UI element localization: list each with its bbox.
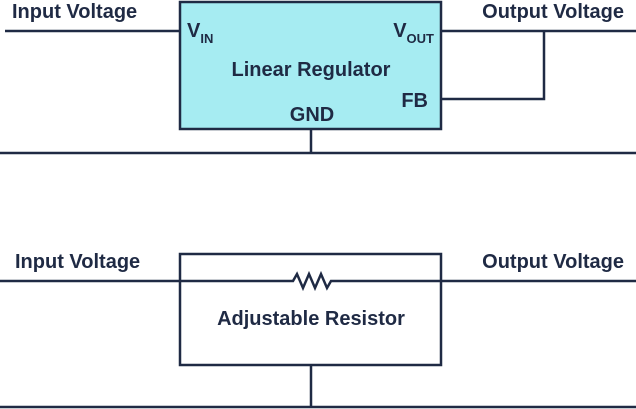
fb-pin-label: FB bbox=[401, 90, 428, 112]
adjustable-resistor-title: Adjustable Resistor bbox=[217, 308, 405, 330]
output-voltage-label: Output Voltage bbox=[482, 251, 624, 273]
adjustable-resistor-diagram: Input Voltage Output Voltage Adjustable … bbox=[0, 251, 636, 409]
input-voltage-label: Input Voltage bbox=[15, 251, 140, 273]
output-voltage-label: Output Voltage bbox=[482, 1, 624, 23]
resistor-zigzag-icon bbox=[180, 270, 441, 292]
linear-regulator-block bbox=[178, 0, 443, 131]
vin-pin-label: VIN bbox=[187, 20, 213, 46]
adjustable-resistor-block bbox=[178, 252, 443, 367]
input-voltage-label: Input Voltage bbox=[12, 1, 137, 23]
gnd-pin-label: GND bbox=[290, 104, 334, 126]
feedback-wire bbox=[441, 31, 546, 101]
vout-pin-label: VOUT bbox=[393, 20, 434, 46]
linear-regulator-title: Linear Regulator bbox=[232, 59, 391, 81]
linear-regulator-diagram: Input Voltage Output Voltage Linear Regu… bbox=[0, 0, 636, 155]
